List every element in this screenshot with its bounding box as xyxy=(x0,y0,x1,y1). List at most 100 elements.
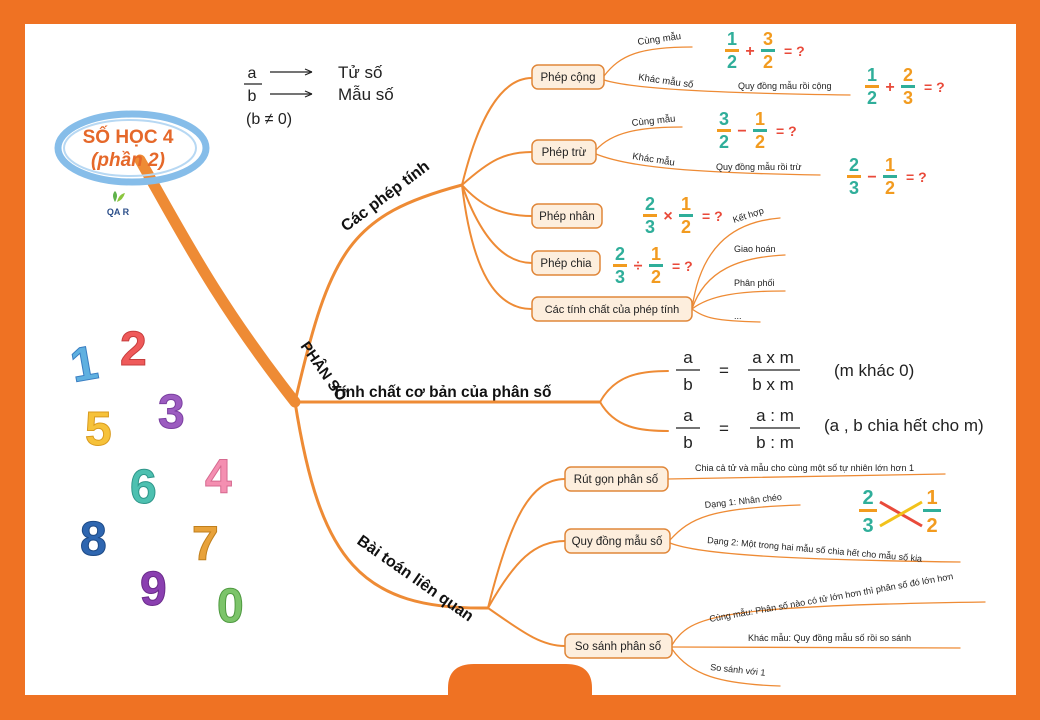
equals-question: = ? xyxy=(906,169,927,185)
fraction-bar xyxy=(761,49,775,52)
equals-question: = ? xyxy=(702,208,723,224)
sub-diff-note: Quy đồng mẫu rồi trừ xyxy=(716,162,802,172)
title-line2: (phần 2) xyxy=(91,150,165,171)
legend-condition: (b ≠ 0) xyxy=(246,111,292,128)
operator-symbol: + xyxy=(745,43,754,60)
fraction-numerator: 2 xyxy=(849,155,859,175)
svg-text:b x m: b x m xyxy=(752,375,794,394)
fraction-bar xyxy=(679,214,693,217)
digit-seven: 7 xyxy=(192,518,219,571)
add-diff-note: Quy đồng mẫu rồi cộng xyxy=(738,81,832,91)
sub-same-label: Cùng mẫu xyxy=(631,113,676,129)
node-common-denominator: Quy đồng mẫu số xyxy=(564,528,671,554)
legend-denominator: Mẫu số xyxy=(338,85,394,104)
fraction-denominator: 2 xyxy=(719,132,729,152)
prop-item: ... xyxy=(734,311,742,321)
example-div: 23÷12= ? xyxy=(613,244,693,287)
fraction-numerator: 1 xyxy=(885,155,895,175)
trunk-line xyxy=(134,154,301,408)
svg-text:Phép trừ: Phép trừ xyxy=(542,147,587,159)
svg-text:Các tính chất của phép tính: Các tính chất của phép tính xyxy=(545,304,680,316)
example-add-diff: 12+23= ? xyxy=(865,65,945,108)
operator-symbol: + xyxy=(885,79,894,96)
digit-three: 3 xyxy=(158,386,185,439)
example-add-same: 1 2 +3 2 = ? xyxy=(725,29,805,72)
svg-text:Phép nhân: Phép nhân xyxy=(539,211,595,223)
example-sub-diff: 23−12= ? xyxy=(847,155,927,198)
logo-text: QA R xyxy=(107,207,130,217)
fraction-bar xyxy=(753,129,767,132)
title-line1: SỐ HỌC 4 xyxy=(83,126,174,148)
prop-item: Phân phối xyxy=(734,278,775,288)
leaf-icon xyxy=(113,191,117,202)
fraction-denominator: 2 xyxy=(763,52,773,72)
compare-c2: Khác mẫu: Quy đồng mẫu số rồi so sánh xyxy=(748,633,911,643)
equals-question: = ? xyxy=(776,123,797,139)
fraction-numerator: 2 xyxy=(645,194,655,214)
title-circle xyxy=(54,110,210,186)
digit-six: 6 xyxy=(130,461,157,514)
example-cross: 2 3 1 2 xyxy=(859,487,941,537)
svg-text:b : m: b : m xyxy=(756,433,794,452)
svg-text:Phép cộng: Phép cộng xyxy=(541,72,596,84)
example-sub-same: 32−12= ? xyxy=(717,109,797,152)
property-equation-1: a b = a x m b x m (m khác 0) xyxy=(676,348,914,394)
fraction-bar xyxy=(725,49,739,52)
svg-text:2: 2 xyxy=(862,487,873,509)
fraction-bar xyxy=(847,175,861,178)
fraction-numerator: 1 xyxy=(651,244,661,264)
svg-text:a x m: a x m xyxy=(752,348,794,367)
fraction-numerator: 2 xyxy=(615,244,625,264)
qa-logo: QA R xyxy=(107,191,130,217)
svg-text:b: b xyxy=(683,433,692,452)
fraction-bar xyxy=(613,264,627,267)
fraction-denominator: 2 xyxy=(727,52,737,72)
node-reduce: Rút gọn phân số xyxy=(564,466,669,492)
fraction-numerator: 3 xyxy=(763,29,773,49)
operator-symbol: × xyxy=(663,208,672,225)
fraction-numerator: 1 xyxy=(727,29,737,49)
svg-text:(a , b chia hết cho m): (a , b chia hết cho m) xyxy=(824,416,984,435)
fraction-bar xyxy=(717,129,731,132)
branch-lines xyxy=(134,46,986,687)
svg-text:Phép chia: Phép chia xyxy=(540,258,592,270)
property-equation-2: a b = a : m b : m (a , b chia hết cho m) xyxy=(676,406,984,452)
node-mul: Phép nhân xyxy=(531,203,603,229)
digit-eight: 8 xyxy=(80,513,107,566)
fraction-denominator: 3 xyxy=(903,88,913,108)
svg-text:So sánh phân số: So sánh phân số xyxy=(575,641,662,653)
equals-question: = ? xyxy=(784,43,805,59)
fraction-bar xyxy=(901,85,915,88)
digit-zero: 0 xyxy=(217,580,244,633)
svg-text:b: b xyxy=(683,375,692,394)
equals-question: = ? xyxy=(672,258,693,274)
svg-text:2: 2 xyxy=(926,515,937,537)
operator-symbol: − xyxy=(737,123,746,140)
svg-text:a : m: a : m xyxy=(756,406,794,425)
digit-five: 5 xyxy=(85,403,112,456)
legend-a: a xyxy=(248,65,257,82)
operator-symbol: ÷ xyxy=(634,258,643,275)
digit-two: 2 xyxy=(120,323,147,376)
bottom-tab xyxy=(448,664,592,695)
node-sub: Phép trừ xyxy=(531,139,597,165)
branch3-line xyxy=(293,400,490,610)
fraction-numerator: 1 xyxy=(755,109,765,129)
digit-nine: 9 xyxy=(140,563,167,616)
svg-text:Rút gọn phân số: Rút gọn phân số xyxy=(574,474,659,486)
fraction-numerator: 2 xyxy=(903,65,913,85)
fraction-denominator: 2 xyxy=(755,132,765,152)
svg-text:a: a xyxy=(683,348,693,367)
svg-text:(m khác 0): (m khác 0) xyxy=(834,361,914,380)
fraction-denominator: 3 xyxy=(615,267,625,287)
fraction-denominator: 2 xyxy=(885,178,895,198)
fraction-bar xyxy=(649,264,663,267)
fraction-denominator: 2 xyxy=(681,217,691,237)
svg-text:=: = xyxy=(719,419,729,438)
digit-four: 4 xyxy=(205,451,232,504)
svg-text:1: 1 xyxy=(926,487,937,509)
title-badge: SỐ HỌC 4 (phần 2) xyxy=(54,110,210,186)
legend-numerator: Tử số xyxy=(338,63,383,82)
fraction-legend: a b Tử số Mẫu số (b ≠ 0) xyxy=(244,63,394,128)
